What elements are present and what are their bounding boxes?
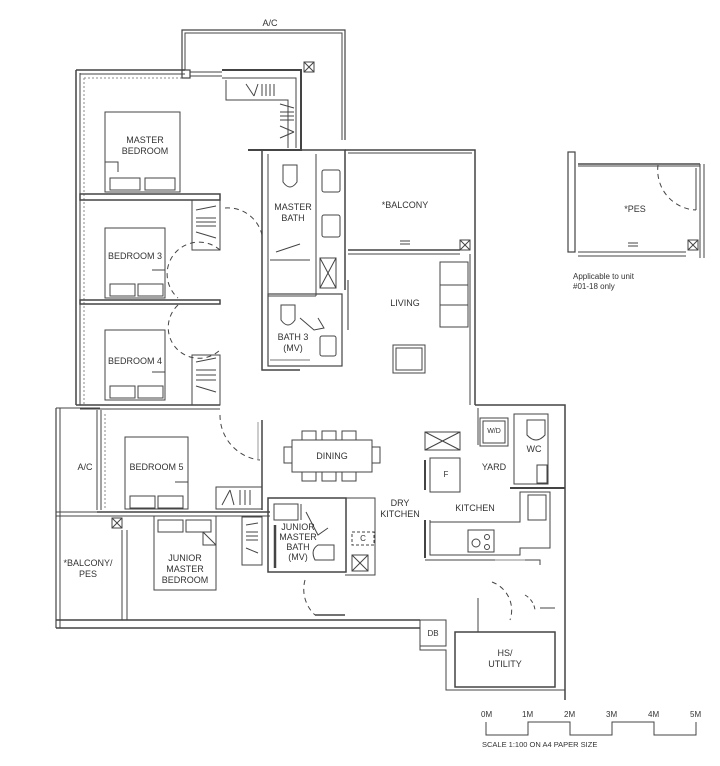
room-label-db: DB [427, 629, 439, 638]
pes-inset-drawing [567, 151, 705, 258]
room-label-dining: DINING [316, 451, 348, 461]
bath3-walls [267, 293, 343, 367]
room-label-ac-left: A/C [77, 462, 93, 472]
room-label-c: C [360, 534, 366, 543]
room-label-bedroom3: BEDROOM 3 [107, 251, 162, 261]
room-label-bedroom4: BEDROOM 4 [107, 356, 162, 366]
ac-ledge-top [181, 29, 346, 140]
room-label-bath3: BATH 3 (MV) [277, 332, 309, 353]
junior-master-bedroom-walls [111, 515, 263, 620]
scale-tick-4: 4M [648, 710, 660, 719]
balcony-area [345, 149, 476, 255]
room-label-master-bedroom: MASTER BEDROOM [121, 135, 169, 156]
room-label-wc: WC [526, 444, 542, 454]
junior-master-bath-walls [267, 497, 347, 616]
utility-walls [56, 559, 565, 691]
room-label-balcony: *BALCONY [381, 200, 429, 210]
room-label-living: LIVING [390, 298, 420, 308]
room-label-master-bath: MASTER BATH [274, 202, 312, 223]
dining-table [283, 430, 381, 482]
bedroom5-walls [55, 407, 270, 628]
scale-tick-0: 0M [481, 710, 493, 719]
room-label-wd: W/D [487, 428, 501, 435]
scale-caption: SCALE 1:100 ON A4 PAPER SIZE [482, 740, 598, 749]
scale-tick-1: 1M [522, 710, 534, 719]
room-label-ac-top: A/C [262, 18, 278, 28]
room-label-dry-kitchen: DRY KITCHEN [380, 498, 420, 519]
kitchen-yard-walls [424, 404, 566, 700]
room-label-bedroom5: BEDROOM 5 [129, 462, 184, 472]
room-label-hs-utility: HS/ UTILITY [488, 648, 522, 669]
scale-tick-5: 5M [690, 710, 702, 719]
room-label-balcony-pes: *BALCONY/ PES [63, 558, 113, 579]
scale-tick-3: 3M [606, 710, 618, 719]
room-label-junior-master-bedroom: JUNIOR MASTER BEDROOM [161, 553, 209, 585]
room-label-junior-master-bath: JUNIOR MASTER BATH (MV) [279, 522, 317, 562]
scale-tick-2: 2M [564, 710, 576, 719]
room-label-yard: YARD [481, 462, 507, 472]
room-label-kitchen: KITCHEN [455, 503, 495, 513]
pes-inset-label: *PES [624, 204, 646, 214]
bedroom3-4-walls [76, 199, 263, 410]
room-label-fridge: F [443, 470, 449, 479]
living-area [347, 248, 476, 405]
master-bedroom-walls [75, 69, 302, 405]
scale-bar-line [485, 721, 697, 736]
pes-inset-note: Applicable to unit #01-18 only [573, 272, 634, 291]
dry-kitchen-fixtures [345, 497, 376, 576]
